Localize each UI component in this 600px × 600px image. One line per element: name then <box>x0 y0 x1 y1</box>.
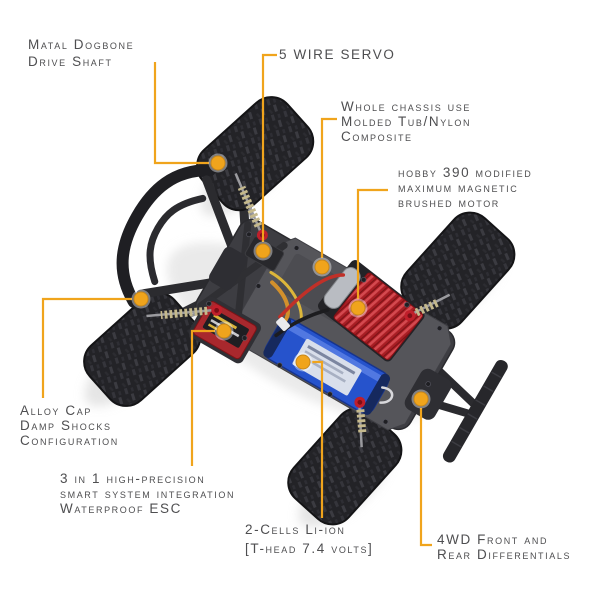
shock-front-right <box>146 304 223 320</box>
leader-motor <box>356 188 388 299</box>
leader-battery <box>312 360 324 518</box>
label-line: Alloy Cap <box>20 403 92 418</box>
label-line: Composite <box>341 129 413 144</box>
callout-dots <box>131 153 431 409</box>
leader-dogbone <box>153 62 209 165</box>
leader-esc <box>190 329 215 466</box>
rear-gearbox <box>404 368 452 420</box>
label-line: 4WD Front and <box>437 532 549 547</box>
label-line: 2-Cells Li-ion <box>245 522 346 537</box>
label-line: 3 in 1 high-precision <box>60 471 206 486</box>
label-line: maximum magnetic <box>398 180 519 195</box>
label-line: Drive Shaft <box>28 54 113 69</box>
label-line: Whole chassis use <box>341 99 471 114</box>
shock-absorbers <box>146 173 451 448</box>
shock-rear-left <box>404 293 451 322</box>
dot-dogbone <box>208 153 228 173</box>
label-line: Rear Differentials <box>437 547 572 562</box>
label-line: Damp Shocks <box>20 418 112 433</box>
label-differentials: 4WD Front and Rear Differentials <box>437 532 571 562</box>
label-waterproof-esc: 3 in 1 high-precision smart system integ… <box>60 471 235 516</box>
callout-lines <box>41 53 432 547</box>
wiring <box>269 270 394 404</box>
label-line: [T-head 7.4 volts] <box>245 541 374 556</box>
dot-servo <box>253 241 273 261</box>
front-gearbox <box>209 246 248 291</box>
dot-battery <box>293 352 313 372</box>
label-dogbone-drive-shaft: Matal Dogbone Drive Shaft <box>28 36 134 70</box>
label-battery: 2-Cells Li-ion [T-head 7.4 volts] <box>245 520 373 558</box>
label-5-wire-servo: 5 WIRE SERVO <box>279 47 395 62</box>
label-line: hobby 390 modified <box>398 165 533 180</box>
dot-shocks <box>131 289 151 309</box>
label-brushed-motor: hobby 390 modified maximum magnetic brus… <box>398 165 532 210</box>
dot-differentials <box>411 389 431 409</box>
dot-esc <box>214 321 234 341</box>
label-molded-chassis: Whole chassis use Molded Tub/Nylon Compo… <box>341 99 471 144</box>
dot-motor <box>348 298 368 318</box>
tires <box>83 96 516 526</box>
leader-shocks <box>41 297 132 398</box>
leader-differentials <box>419 408 432 547</box>
label-line: Matal Dogbone <box>28 37 135 52</box>
brushed-motor <box>317 260 425 362</box>
label-line: 5 WIRE SERVO <box>279 47 396 62</box>
label-line: brushed motor <box>398 195 500 210</box>
t-plug-connector <box>276 317 290 332</box>
label-line: smart system integration <box>60 486 236 501</box>
deck-screws <box>206 231 443 425</box>
shock-rear-right <box>354 396 367 448</box>
leader-chassis <box>320 117 337 258</box>
label-line: Waterproof ESC <box>60 501 182 516</box>
front-bumper <box>116 164 236 308</box>
label-line: Molded Tub/Nylon <box>341 114 472 129</box>
dot-chassis <box>312 257 332 277</box>
leader-servo <box>261 53 277 242</box>
label-line: Configuration <box>20 433 119 448</box>
label-alloy-cap-shocks: Alloy Cap Damp Shocks Configuration <box>20 403 119 448</box>
